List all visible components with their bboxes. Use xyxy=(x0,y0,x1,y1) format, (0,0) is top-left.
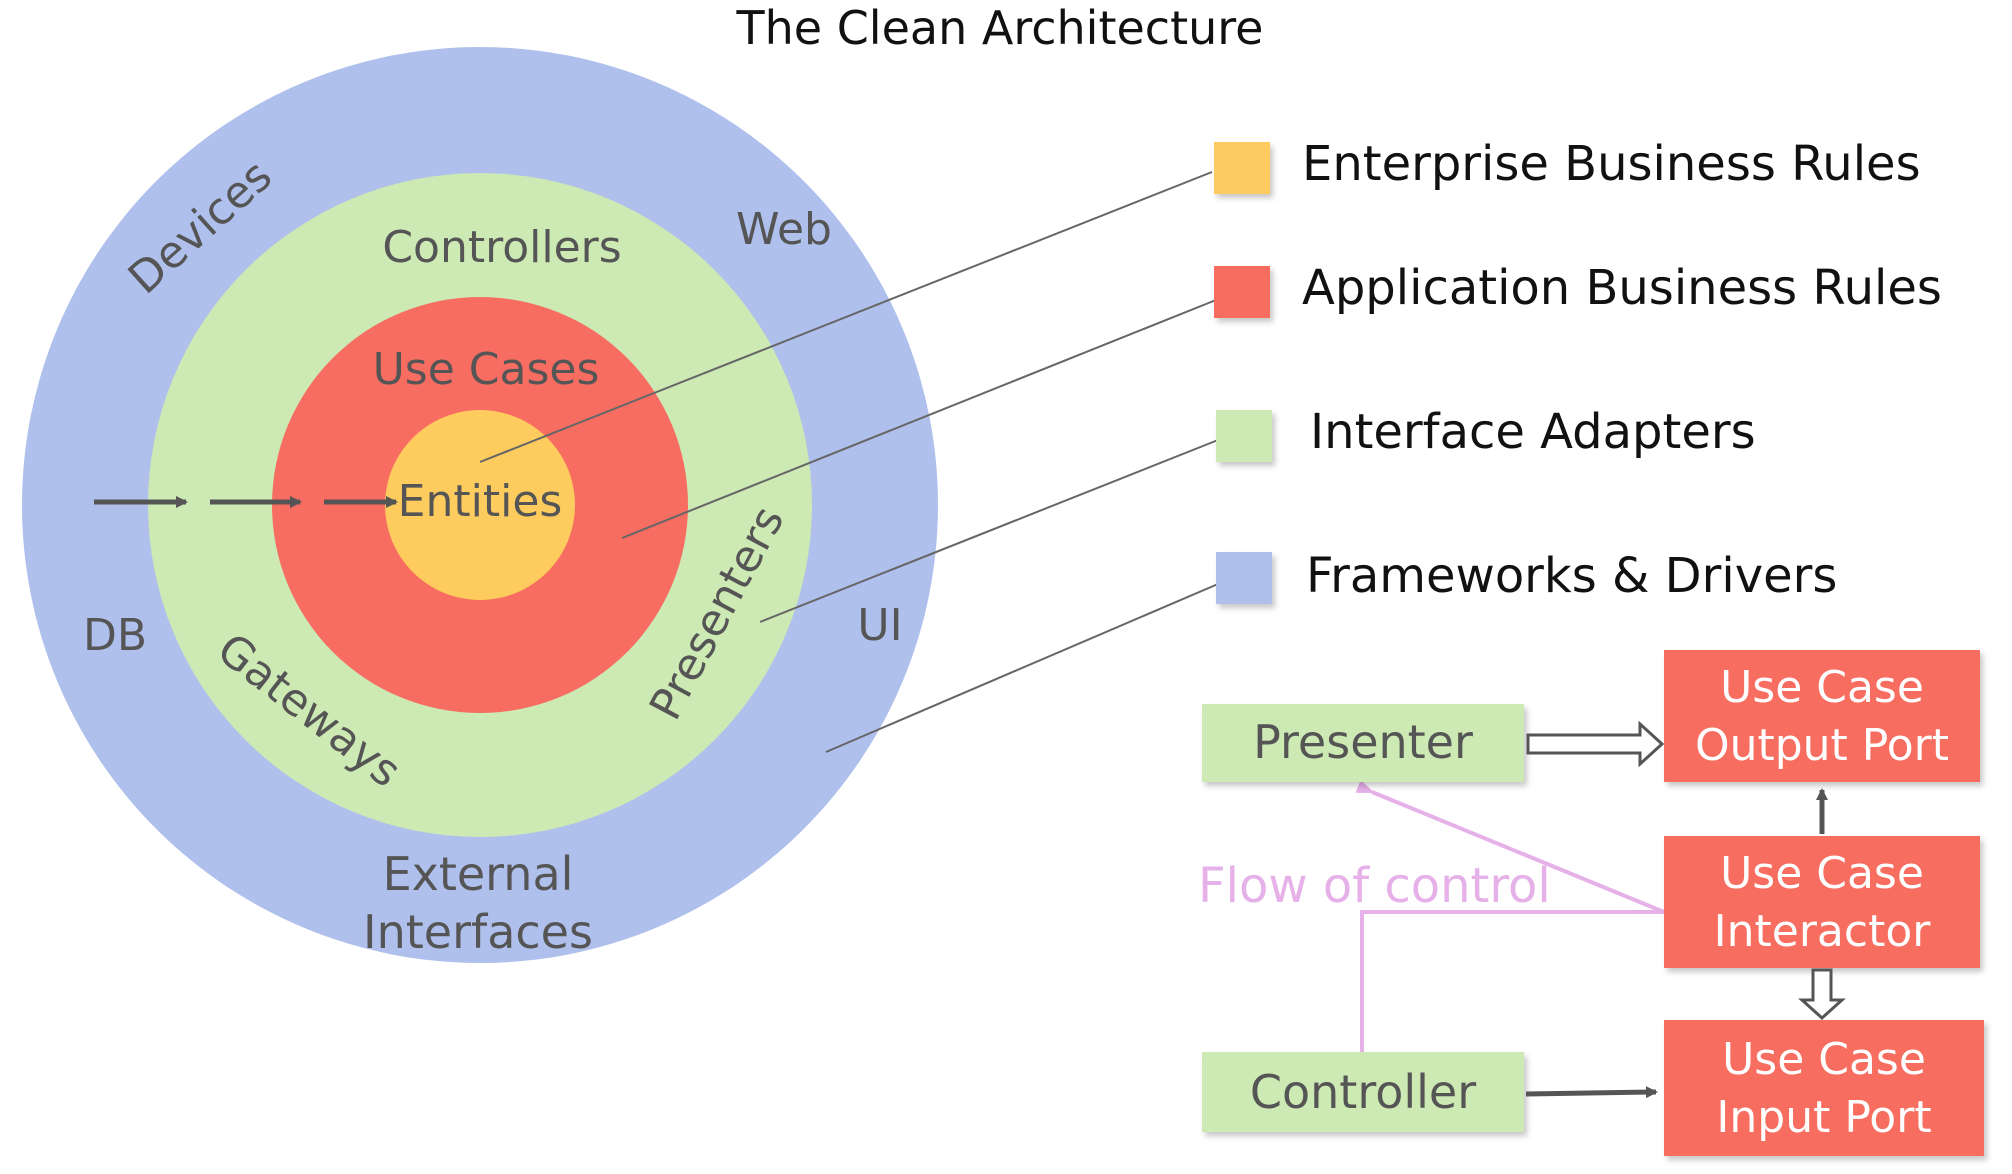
legend-label-application: Application Business Rules xyxy=(1302,260,1942,316)
legend-swatch-frameworks xyxy=(1216,552,1272,604)
page-title: The Clean Architecture xyxy=(736,1,1264,55)
web-label: Web xyxy=(736,204,832,255)
flow-arrow-interactor-to-presenter xyxy=(1355,779,1665,914)
controller-label: Controller xyxy=(1250,1065,1476,1119)
interactor-label-line2: Interactor xyxy=(1714,906,1932,957)
legend-label-frameworks: Frameworks & Drivers xyxy=(1306,548,1837,604)
interactor-box xyxy=(1664,836,1980,968)
implements-arrow-presenter-to-output-port xyxy=(1526,720,1665,768)
entities-core xyxy=(385,410,575,600)
input-port-label-line1: Use Case xyxy=(1722,1034,1926,1085)
output-port-box xyxy=(1664,650,1980,782)
legend-swatch-adapters xyxy=(1216,410,1272,462)
external-interfaces-label-line1: External xyxy=(383,847,574,901)
leader-line-adapters xyxy=(759,439,1219,623)
presenter-label: Presenter xyxy=(1253,715,1473,769)
legend-swatch-application xyxy=(1214,266,1270,318)
interactor-label-line1: Use Case xyxy=(1720,848,1924,899)
controller-box xyxy=(1202,1052,1524,1132)
legend-swatch-enterprise xyxy=(1214,142,1270,194)
output-port-label-line2: Output Port xyxy=(1695,720,1949,771)
leader-line-frameworks xyxy=(825,583,1219,753)
ui-label: UI xyxy=(857,600,902,651)
implements-arrow-interactor-to-input-port xyxy=(1798,968,1846,1021)
legend: Enterprise Business Rules Application Bu… xyxy=(1214,136,1942,604)
flow-line-controller-to-interactor xyxy=(1360,910,1664,1052)
arrow-controller-to-input-port xyxy=(1525,1086,1658,1099)
architecture-circle xyxy=(22,47,938,963)
use-cases-label: Use Cases xyxy=(373,344,600,395)
flow-of-control-label: Flow of control xyxy=(1198,858,1551,914)
output-port-label-line1: Use Case xyxy=(1720,662,1924,713)
input-port-label-line2: Input Port xyxy=(1716,1092,1931,1143)
legend-leader-lines xyxy=(479,171,1219,753)
external-interfaces-label-line2: Interfaces xyxy=(363,905,593,959)
legend-label-enterprise: Enterprise Business Rules xyxy=(1302,136,1921,192)
leader-line-entities xyxy=(479,171,1213,463)
leader-line-use-cases xyxy=(621,299,1217,539)
legend-label-adapters: Interface Adapters xyxy=(1310,404,1756,460)
controllers-label: Controllers xyxy=(382,222,621,273)
entities-label: Entities xyxy=(398,476,563,527)
flow-diagram: Flow of control Presenter Use Case Outpu… xyxy=(1198,650,1984,1156)
db-label: DB xyxy=(83,610,147,661)
input-port-box xyxy=(1664,1020,1984,1156)
presenter-box xyxy=(1202,704,1524,782)
